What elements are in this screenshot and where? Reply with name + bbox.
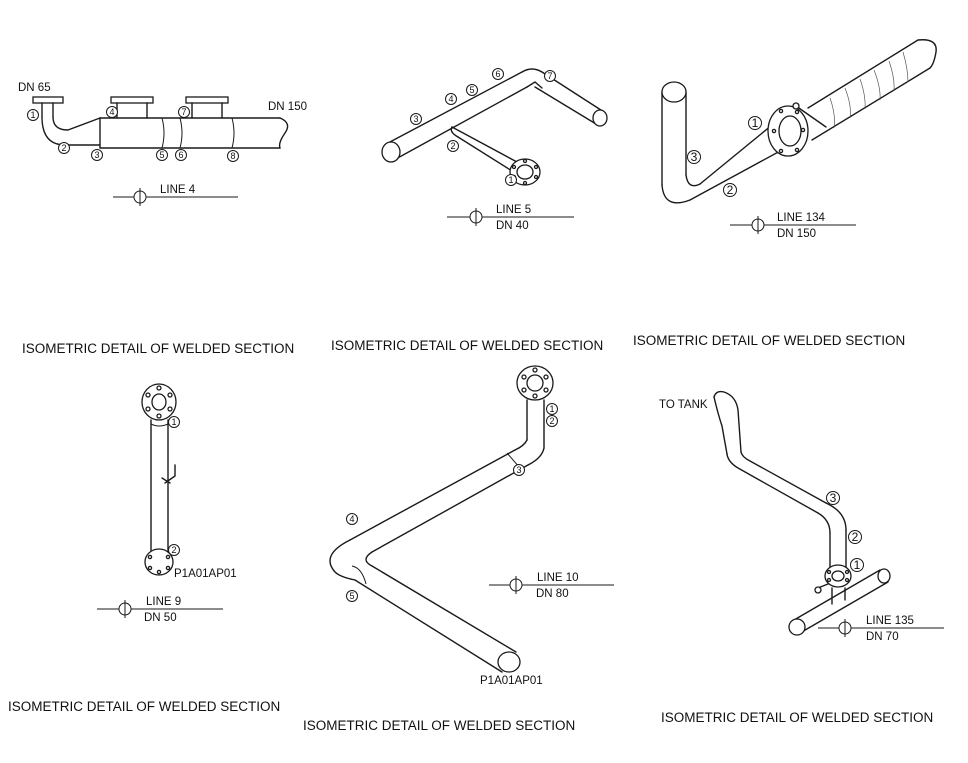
detail-1-pipe <box>32 96 289 149</box>
detail-1-weld-5: 5 <box>156 149 168 161</box>
detail-3-weld-2: 2 <box>723 183 737 197</box>
detail-3-pipe <box>661 39 937 204</box>
detail-6-weld-1: 1 <box>850 558 864 572</box>
detail-5-caption: ISOMETRIC DETAIL OF WELDED SECTION <box>303 718 575 733</box>
detail-3-size: DN 150 <box>777 228 816 240</box>
svg-text:4: 4 <box>448 94 453 104</box>
detail-5-weld-1: 1 <box>546 403 558 415</box>
detail-3-line-134: 1 2 3 LINE 134 DN 150 ISOMETRIC DETAIL O… <box>633 39 937 348</box>
detail-1-weld-1: 1 <box>27 109 39 121</box>
svg-text:2: 2 <box>727 183 734 197</box>
svg-text:3: 3 <box>413 114 418 124</box>
detail-5-tag: P1A01AP01 <box>480 675 543 687</box>
svg-text:1: 1 <box>30 110 35 120</box>
detail-6-line-label: LINE 135 <box>866 615 914 627</box>
detail-1-weld-7: 7 <box>178 106 190 118</box>
detail-1-weld-4: 4 <box>106 106 118 118</box>
svg-text:5: 5 <box>159 150 164 160</box>
detail-6-note: TO TANK <box>659 399 708 411</box>
svg-text:4: 4 <box>109 107 114 117</box>
detail-2-weld-7: 7 <box>544 70 556 82</box>
detail-3-caption: ISOMETRIC DETAIL OF WELDED SECTION <box>633 333 905 348</box>
detail-6-pipe <box>713 390 891 636</box>
svg-text:5: 5 <box>469 85 474 95</box>
detail-6-weld-3: 3 <box>826 491 840 505</box>
detail-5-pipe <box>329 365 554 673</box>
svg-text:6: 6 <box>178 150 183 160</box>
detail-6-line-135: TO TANK 1 2 3 LINE 135 DN 70 ISOMETRIC D… <box>659 390 944 725</box>
detail-5-weld-3: 3 <box>513 464 525 476</box>
detail-4-line-9: 1 2 P1A01AP01 LINE 9 DN 50 ISOMETRIC DET… <box>8 383 280 714</box>
detail-1-line-4: DN 65 DN 150 1 2 3 4 5 6 7 8 LINE 4 ISOM… <box>18 82 307 356</box>
detail-5-line-10: 1 2 3 4 5 P1A01AP01 LINE 10 DN 80 ISOMET… <box>303 365 614 733</box>
detail-1-weld-8: 8 <box>227 150 239 162</box>
svg-text:3: 3 <box>830 491 837 505</box>
detail-4-size: DN 50 <box>144 612 177 624</box>
detail-5-line-marker <box>489 576 614 594</box>
detail-3-line-marker <box>730 216 856 234</box>
svg-text:2: 2 <box>171 545 176 555</box>
detail-5-size: DN 80 <box>536 588 569 600</box>
detail-4-pipe <box>141 383 177 576</box>
svg-text:2: 2 <box>61 143 66 153</box>
detail-6-line-marker <box>818 619 944 637</box>
detail-2-pipe <box>381 68 608 186</box>
detail-4-caption: ISOMETRIC DETAIL OF WELDED SECTION <box>8 699 280 714</box>
detail-4-line-marker <box>97 600 223 618</box>
svg-text:4: 4 <box>349 514 354 524</box>
svg-text:2: 2 <box>852 530 859 544</box>
svg-text:3: 3 <box>516 465 521 475</box>
detail-5-line-label: LINE 10 <box>537 572 579 584</box>
detail-6-weld-2: 2 <box>848 530 862 544</box>
svg-text:1: 1 <box>171 417 176 427</box>
detail-2-weld-2: 2 <box>447 140 459 152</box>
detail-2-caption: ISOMETRIC DETAIL OF WELDED SECTION <box>331 338 603 353</box>
detail-1-weld-6: 6 <box>175 149 187 161</box>
detail-3-weld-1: 1 <box>748 116 762 130</box>
detail-4-weld-2: 2 <box>168 544 180 556</box>
detail-5-weld-4: 4 <box>346 513 358 525</box>
detail-3-weld-3: 3 <box>687 150 701 164</box>
svg-text:3: 3 <box>691 150 698 164</box>
detail-6-caption: ISOMETRIC DETAIL OF WELDED SECTION <box>661 710 933 725</box>
detail-2-weld-3: 3 <box>410 113 422 125</box>
svg-text:1: 1 <box>549 404 554 414</box>
svg-text:7: 7 <box>181 107 186 117</box>
detail-6-size: DN 70 <box>866 631 899 643</box>
detail-2-size: DN 40 <box>496 220 529 232</box>
detail-2-line-5: 1 2 3 4 5 6 7 LINE 5 DN 40 ISOMETRIC DET… <box>331 68 608 353</box>
svg-text:5: 5 <box>349 591 354 601</box>
svg-text:3: 3 <box>94 150 99 160</box>
detail-1-caption: ISOMETRIC DETAIL OF WELDED SECTION <box>22 341 294 356</box>
detail-2-line-marker <box>447 208 574 226</box>
svg-text:2: 2 <box>450 141 455 151</box>
svg-text:8: 8 <box>230 151 235 161</box>
detail-4-tag: P1A01AP01 <box>174 568 237 580</box>
detail-2-weld-5: 5 <box>466 84 478 96</box>
detail-1-weld-2: 2 <box>58 142 70 154</box>
detail-5-weld-5: 5 <box>346 590 358 602</box>
detail-1-line-marker <box>113 188 238 206</box>
svg-text:7: 7 <box>547 71 552 81</box>
detail-2-weld-6: 6 <box>492 68 504 80</box>
detail-5-weld-2: 2 <box>546 415 558 427</box>
detail-2-weld-1: 1 <box>505 174 517 186</box>
detail-2-weld-4: 4 <box>445 93 457 105</box>
detail-1-size-right: DN 150 <box>268 101 307 113</box>
detail-1-weld-3: 3 <box>91 149 103 161</box>
svg-text:1: 1 <box>752 116 759 130</box>
svg-text:1: 1 <box>508 175 513 185</box>
detail-4-line-label: LINE 9 <box>146 596 181 608</box>
detail-1-size-left: DN 65 <box>18 82 51 94</box>
detail-4-weld-1: 1 <box>168 416 180 428</box>
detail-2-line-label: LINE 5 <box>496 204 531 216</box>
svg-text:6: 6 <box>495 69 500 79</box>
svg-text:2: 2 <box>549 416 554 426</box>
detail-1-line-label: LINE 4 <box>160 184 196 196</box>
svg-text:1: 1 <box>854 558 861 572</box>
detail-3-line-label: LINE 134 <box>777 212 826 224</box>
